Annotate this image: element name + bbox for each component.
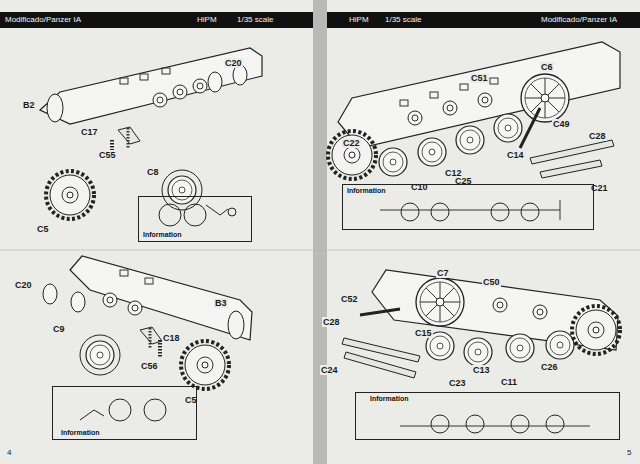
callout-number: C49 <box>552 119 571 129</box>
callout-number: C20 <box>14 280 33 290</box>
header-text: HiPM <box>196 15 218 25</box>
callout-number: C6 <box>540 62 554 72</box>
callout-number: C50 <box>482 277 501 287</box>
information-box: Information <box>342 184 594 230</box>
callout-number: C11 <box>500 377 518 387</box>
callout-number: B3 <box>214 298 228 308</box>
callout-number: C17 <box>80 127 99 137</box>
callout-number: B2 <box>22 100 36 110</box>
callout-number: C9 <box>52 324 66 334</box>
header-text: Modificado/Panzer IA <box>4 15 82 25</box>
callout-number: C26 <box>540 362 559 372</box>
header-text: 1/35 scale <box>236 15 274 25</box>
information-box: Information <box>52 386 197 440</box>
info-heading: Information <box>370 395 409 403</box>
info-heading: Information <box>143 231 182 239</box>
callout-number: C55 <box>98 150 117 160</box>
header-text: Modificado/Panzer IA <box>540 15 618 25</box>
callout-number: C5 <box>184 395 198 405</box>
callout-number: C7 <box>436 268 450 278</box>
callout-number: C20 <box>224 58 243 68</box>
callout-number: C22 <box>342 138 361 148</box>
callout-number: C52 <box>340 294 359 304</box>
page-number: 5 <box>626 448 632 458</box>
info-heading: Information <box>61 429 100 437</box>
callout-number: C18 <box>162 333 181 343</box>
callout-number: C15 <box>414 328 433 338</box>
callout-number: C13 <box>472 365 491 375</box>
info-heading: Information <box>347 187 386 195</box>
header-text: HiPM <box>348 15 370 25</box>
header-text: 1/35 scale <box>384 15 422 25</box>
callout-number: C5 <box>36 224 50 234</box>
callout-number: C23 <box>448 378 467 388</box>
callout-number: C8 <box>146 167 160 177</box>
page-number: 4 <box>6 448 12 458</box>
callout-number: C28 <box>322 317 341 327</box>
callout-number: C56 <box>140 361 159 371</box>
callout-number: C51 <box>470 73 489 83</box>
callout-number: C14 <box>506 150 525 160</box>
information-box: Information <box>355 392 620 440</box>
information-box: Information <box>138 196 252 242</box>
callout-number: C24 <box>320 365 339 375</box>
callout-number: C28 <box>588 131 607 141</box>
